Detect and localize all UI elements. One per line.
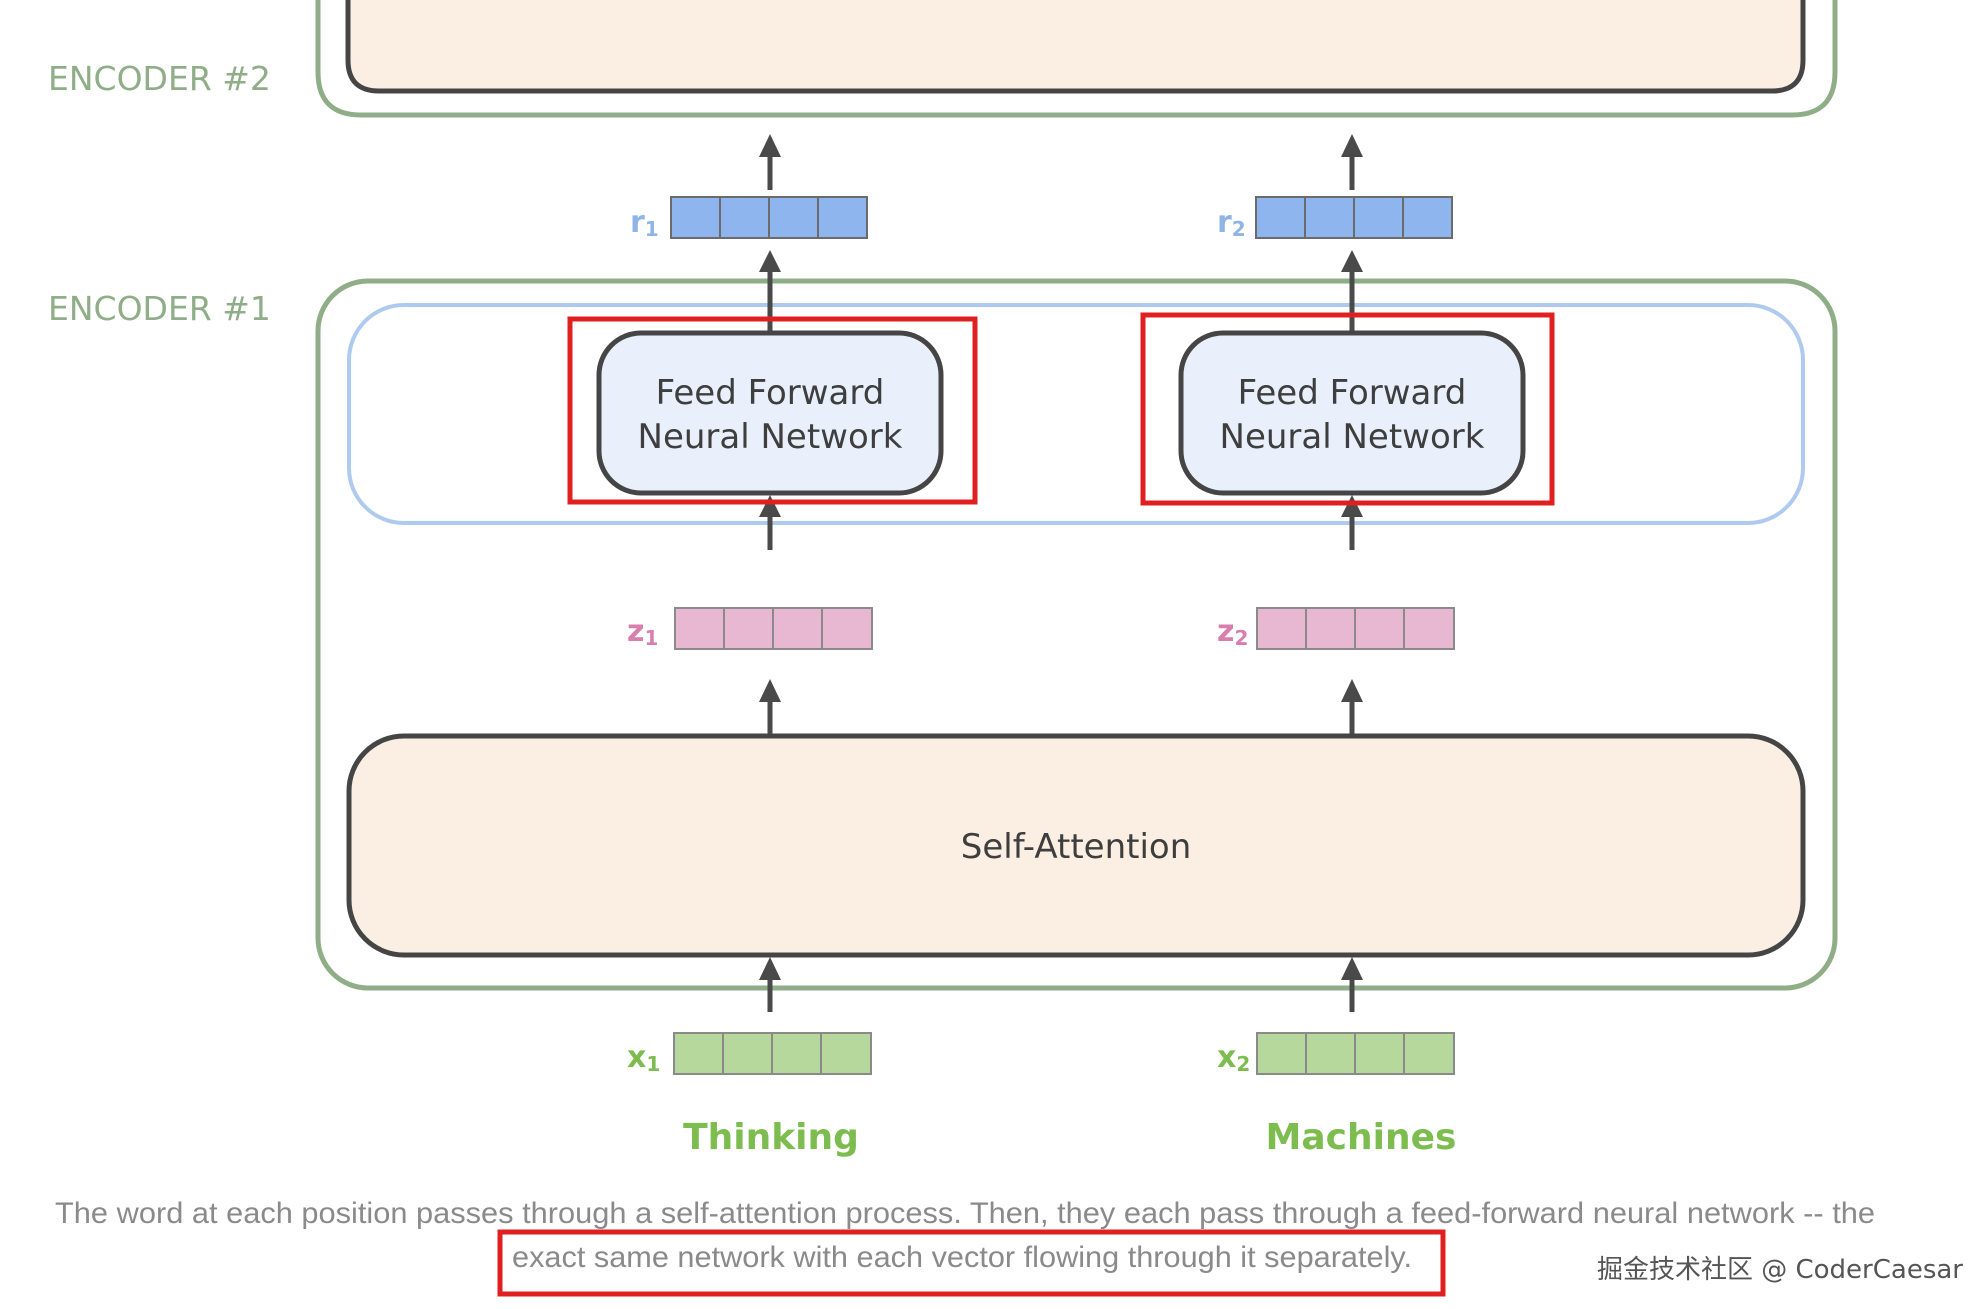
arrow-r2-up [1341,134,1363,190]
arrow-ffn1-to-r1 [759,250,781,335]
arrow-z2-to-ffn2 [1341,495,1363,550]
vector-x1-label: x1 [627,1040,660,1076]
ffn-box-1: Feed Forward Neural Network [596,330,944,496]
ffn-box-2: Feed Forward Neural Network [1178,330,1526,496]
vector-x1: x1 [627,1032,872,1076]
vector-x2-label: x2 [1217,1040,1250,1076]
ffn-group-outline [347,303,1805,525]
arrow-x1-to-sa [759,957,781,1012]
ffn-box-1-line1: Feed Forward [656,373,885,413]
ffn-box-1-line2: Neural Network [638,417,903,457]
arrow-x2-to-sa [1341,957,1363,1012]
input-word-2: Machines [1266,1117,1457,1158]
vector-z2-label: z2 [1217,614,1248,650]
vector-z1-label: z1 [627,614,658,650]
ffn-box-2-line1: Feed Forward [1238,373,1467,413]
vector-r1-label: r1 [630,205,659,241]
vector-r1: r1 [630,196,868,241]
arrow-sa-to-z2 [1341,679,1363,735]
self-attention-label: Self-Attention [961,827,1192,867]
vector-r2: r2 [1217,196,1453,241]
watermark: 掘金技术社区 @ CoderCaesar [1597,1255,1963,1285]
arrow-sa-to-z1 [759,679,781,735]
arrow-z1-to-ffn1 [759,495,781,550]
highlight-ffn-1 [567,316,978,505]
arrow-ffn2-to-r2 [1341,250,1363,335]
input-word-1: Thinking [683,1117,859,1158]
vector-x2: x2 [1217,1032,1455,1076]
caption-line-1: The word at each position passes through… [55,1197,1875,1230]
vector-z1: z1 [627,607,873,650]
caption-line-2: exact same network with each vector flow… [512,1241,1412,1274]
arrow-r1-up [759,134,781,190]
encoder1-label: ENCODER #1 [48,289,271,328]
encoder2-frame [315,0,1838,118]
encoder2-box-border [345,0,1806,94]
encoder2-label: ENCODER #2 [48,59,271,98]
ffn-box-2-line2: Neural Network [1220,417,1485,457]
highlight-ffn-2 [1140,312,1555,506]
vector-r2-label: r2 [1217,205,1246,241]
encoder1-frame [315,278,1838,991]
highlight-caption [497,1229,1446,1297]
self-attention-box: Self-Attention [346,733,1806,958]
vector-z2: z2 [1217,607,1455,650]
encoder2-self-attention-box [348,0,1803,91]
